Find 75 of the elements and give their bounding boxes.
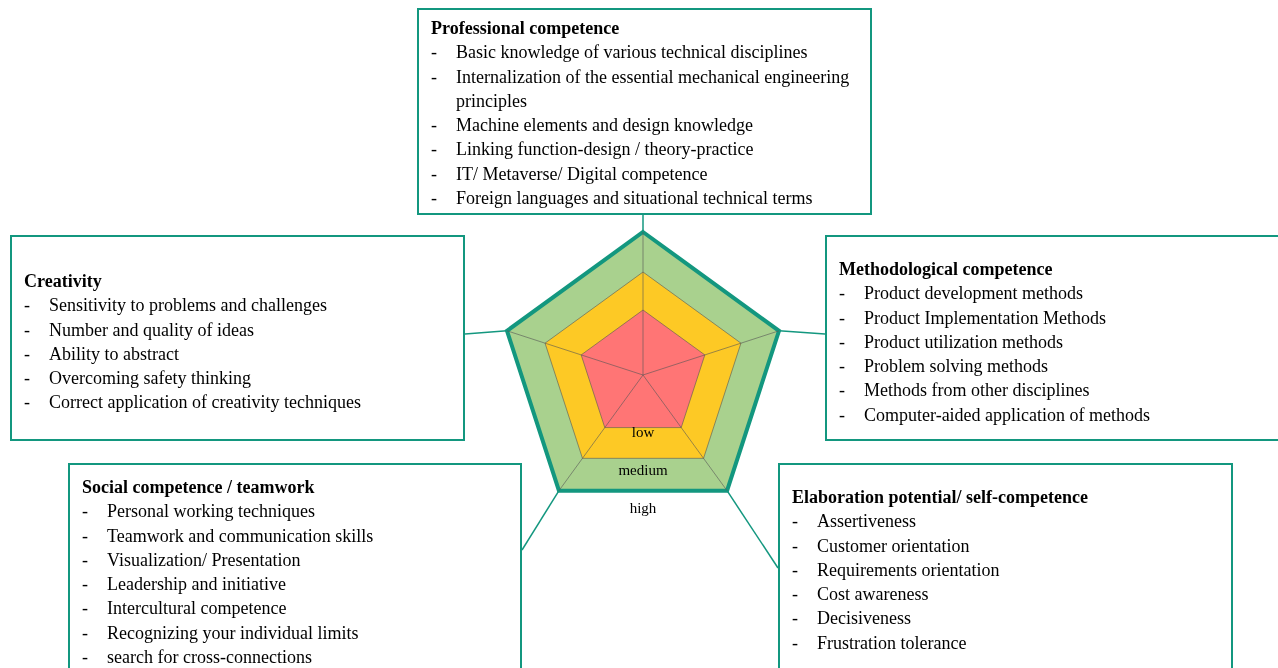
box-heading: Creativity xyxy=(24,270,103,293)
list-item: Requirements orientation xyxy=(817,558,1000,582)
bullet-dash: - xyxy=(839,379,846,403)
list-item: Cost awareness xyxy=(817,583,929,607)
list-item: Product development methods xyxy=(864,282,1083,306)
bullet-dash: - xyxy=(82,548,89,572)
list-item: Recognizing your individual limits xyxy=(107,621,359,645)
list-item: Product Implementation Methods xyxy=(864,306,1106,330)
bullet-dash: - xyxy=(82,597,89,621)
list-item: Internalization of the essential mechanical engineering principles xyxy=(456,65,851,113)
box-heading: Social competence / teamwork xyxy=(82,476,316,499)
list-item: Machine elements and design knowledge xyxy=(456,114,753,138)
bullet-dash: - xyxy=(24,367,31,391)
bullet-dash: - xyxy=(431,162,438,186)
bullet-dash: - xyxy=(431,65,438,89)
text-box xyxy=(825,235,1278,441)
bullet-dash: - xyxy=(431,41,438,65)
list-item: Foreign languages and situational technical terms xyxy=(456,187,813,211)
text-box xyxy=(68,463,522,668)
bullet-dash: - xyxy=(839,330,846,354)
bullet-dash: - xyxy=(839,355,846,379)
bullet-dash: - xyxy=(24,342,31,366)
list-item: Ability to abstract xyxy=(49,342,179,366)
list-item: Decisiveness xyxy=(817,607,911,631)
list-item: Customer orientation xyxy=(817,534,970,558)
bullet-dash: - xyxy=(792,534,799,558)
bullet-dash: - xyxy=(431,138,438,162)
bullet-dash: - xyxy=(431,187,438,211)
bullet-dash: - xyxy=(24,294,31,318)
bullet-dash: - xyxy=(82,621,89,645)
list-item: Product utilization methods xyxy=(864,330,1063,354)
bullet-dash: - xyxy=(82,500,89,524)
level-label: high xyxy=(628,499,658,517)
box-heading: Elaboration potential/ self-competence xyxy=(792,486,1089,509)
list-item: IT/ Metaverse/ Digital competence xyxy=(456,162,708,186)
bullet-dash: - xyxy=(24,318,31,342)
bullet-dash: - xyxy=(792,558,799,582)
connector-line xyxy=(778,330,826,335)
bullet-dash: - xyxy=(839,306,846,330)
bullet-dash: - xyxy=(82,524,89,548)
list-item: Methods from other disciplines xyxy=(864,379,1090,403)
list-item: Assertiveness xyxy=(817,510,916,534)
text-box xyxy=(417,8,872,215)
list-item: Correct application of creativity techniques xyxy=(49,391,361,415)
list-item: Linking function-design / theory-practice xyxy=(456,138,754,162)
bullet-dash: - xyxy=(792,607,799,631)
bullet-dash: - xyxy=(24,391,31,415)
bullet-dash: - xyxy=(792,510,799,534)
list-item: Basic knowledge of various technical disciplines xyxy=(456,41,808,65)
bullet-dash: - xyxy=(839,282,846,306)
list-item: Personal working techniques xyxy=(107,500,315,524)
bullet-dash: - xyxy=(82,573,89,597)
box-heading: Methodological competence xyxy=(839,258,1054,281)
bullet-dash: - xyxy=(792,631,799,655)
bullet-dash: - xyxy=(792,583,799,607)
list-item: Leadership and initiative xyxy=(107,573,286,597)
text-box xyxy=(10,235,465,441)
bullet-dash: - xyxy=(431,114,438,138)
list-item: Sensitivity to problems and challenges xyxy=(49,294,327,318)
list-item: Problem solving methods xyxy=(864,355,1048,379)
list-item: Overcoming safety thinking xyxy=(49,367,251,391)
list-item: Computer-aided application of methods xyxy=(864,403,1151,427)
bullet-dash: - xyxy=(839,403,846,427)
list-item: search for cross-connections xyxy=(107,646,312,668)
list-item: Intercultural competence xyxy=(107,597,287,621)
bullet-dash: - xyxy=(82,646,89,668)
list-item: Teamwork and communication skills xyxy=(107,524,374,548)
connector-line xyxy=(642,214,644,233)
box-heading: Professional competence xyxy=(431,17,621,40)
list-item: Frustration tolerance xyxy=(817,631,967,655)
list-item: Visualization/ Presentation xyxy=(107,548,301,572)
list-item: Number and quality of ideas xyxy=(49,318,254,342)
level-label: low xyxy=(630,423,656,441)
text-box xyxy=(778,463,1233,668)
level-label: medium xyxy=(617,461,669,479)
